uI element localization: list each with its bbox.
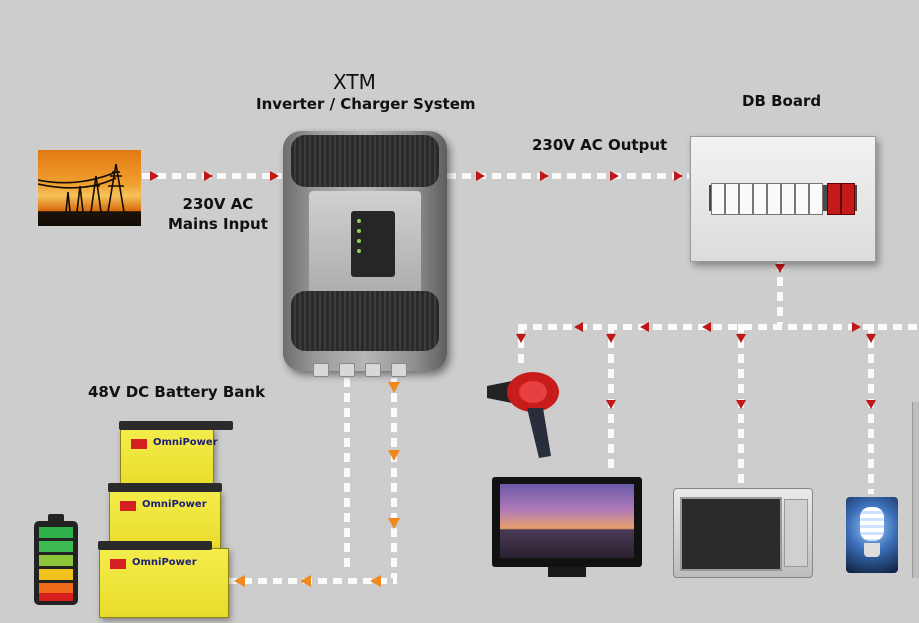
- breaker: [795, 183, 809, 215]
- xtm-terminal: [365, 363, 381, 377]
- battery: OmniPower: [98, 541, 229, 618]
- breaker: [711, 183, 725, 215]
- mains-input-label: 230V AC Mains Input: [168, 194, 268, 234]
- mains-input-line1: 230V AC: [182, 195, 254, 213]
- xtm-control-panel: [351, 211, 395, 277]
- flow-arrow: [852, 322, 861, 332]
- dc-battery-line: [228, 578, 397, 584]
- dc-flow-arrow: [234, 575, 245, 587]
- pylon-icon: [37, 163, 125, 213]
- db-board-panel: [690, 136, 876, 262]
- battery-brand: OmniPower: [153, 437, 218, 448]
- dc-flow-arrow: [300, 575, 311, 587]
- ac-output-line: [447, 173, 689, 179]
- flow-arrow: [150, 171, 159, 181]
- breaker: [809, 183, 823, 215]
- breaker: [725, 183, 739, 215]
- xtm-top-grill: [291, 135, 439, 187]
- battery-bank-title: 48V DC Battery Bank: [88, 383, 266, 401]
- battery-brand: OmniPower: [142, 499, 207, 510]
- xtm-bottom-grill: [291, 291, 439, 351]
- flow-arrow: [736, 400, 746, 409]
- flow-arrow: [866, 334, 876, 343]
- hair-dryer-icon: [481, 368, 567, 462]
- xtm-inverter-charger: [283, 131, 447, 377]
- flow-arrow: [866, 400, 876, 409]
- main-breaker: [827, 183, 841, 215]
- dc-flow-arrow: [388, 450, 400, 461]
- distribution-bus-line: [518, 324, 919, 330]
- flow-arrow: [640, 322, 649, 332]
- breaker: [739, 183, 753, 215]
- dc-up-line: [344, 378, 350, 572]
- xtm-terminal: [339, 363, 355, 377]
- flow-arrow: [574, 322, 583, 332]
- battery-level-icon: [34, 514, 78, 605]
- ac-output-label: 230V AC Output: [532, 136, 668, 154]
- breaker: [781, 183, 795, 215]
- dc-flow-arrow: [370, 575, 381, 587]
- flow-arrow: [540, 171, 549, 181]
- db-board-title: DB Board: [742, 92, 822, 110]
- xtm-terminal: [391, 363, 407, 377]
- flow-arrow: [736, 334, 746, 343]
- dryer-feed-line: [518, 324, 524, 368]
- cfl-bulb-icon: [846, 497, 898, 573]
- power-pylon-image: [37, 150, 141, 226]
- battery: OmniPower: [119, 421, 233, 492]
- flow-arrow: [606, 400, 616, 409]
- flow-arrow: [270, 171, 279, 181]
- dc-flow-arrow: [388, 382, 400, 393]
- xtm-subtitle: Inverter / Charger System: [256, 95, 476, 113]
- xtm-terminal: [313, 363, 329, 377]
- partial-appliance: [912, 402, 919, 578]
- bulb-feed-line: [868, 324, 874, 494]
- battery-brand: OmniPower: [132, 557, 197, 568]
- flow-arrow: [702, 322, 711, 332]
- flow-arrow: [606, 334, 616, 343]
- flow-arrow: [204, 171, 213, 181]
- television-icon: [492, 477, 642, 585]
- main-breaker: [841, 183, 855, 215]
- flow-arrow: [476, 171, 485, 181]
- breaker: [753, 183, 767, 215]
- dc-down-line: [391, 378, 397, 578]
- flow-arrow: [610, 171, 619, 181]
- mains-input-line2: Mains Input: [168, 215, 268, 233]
- db-drop-line: [777, 262, 783, 324]
- tv-feed-line: [608, 324, 614, 474]
- flow-arrow: [674, 171, 683, 181]
- flow-arrow: [775, 264, 785, 273]
- flow-arrow: [516, 334, 526, 343]
- microwave-icon: [673, 488, 813, 578]
- xtm-title: XTM: [333, 70, 376, 94]
- breaker: [767, 183, 781, 215]
- dc-flow-arrow: [388, 518, 400, 529]
